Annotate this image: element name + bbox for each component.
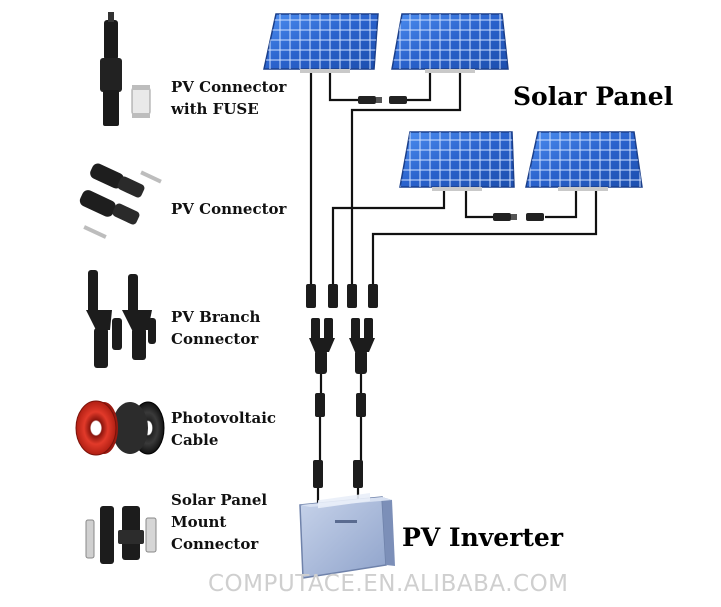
label-photovoltaic-cable: Photovoltaic Cable: [171, 409, 277, 449]
label-pv-branch-connector: PV Branch Connector: [171, 308, 261, 348]
label-pv-connector-fuse: PV Connector with FUSE: [171, 78, 287, 118]
branch-connector-right: [349, 318, 375, 374]
solar-panel-3: [399, 131, 515, 191]
series-connector-bottom: [493, 213, 544, 221]
branch-connector-left: [309, 318, 335, 374]
title-pv-inverter: PV Inverter: [402, 523, 563, 552]
pv-branch-connector-icon: [86, 270, 156, 368]
cable-connectors-mid: [313, 393, 366, 488]
series-connector-top: [358, 96, 407, 104]
solar-panel-mount-connector-icon: [85, 506, 157, 564]
watermark: COMPUTACE.EN.ALIBABA.COM: [208, 571, 569, 597]
cable-network: [309, 73, 598, 505]
solar-panel-2: [391, 13, 509, 73]
label-pv-connector: PV Connector: [171, 200, 287, 218]
solar-panel-1: [263, 13, 379, 73]
pv-inverter: [299, 492, 395, 579]
pv-connector-icon: [79, 163, 162, 239]
photovoltaic-cable-icon: [75, 400, 165, 456]
solar-panel-4: [525, 131, 643, 191]
input-connectors: [306, 284, 378, 308]
title-solar-panel: Solar Panel: [513, 82, 674, 111]
pv-connector-fuse-icon: [100, 12, 151, 126]
label-solar-panel-mount-connector: Solar Panel Mount Connector: [171, 491, 268, 553]
